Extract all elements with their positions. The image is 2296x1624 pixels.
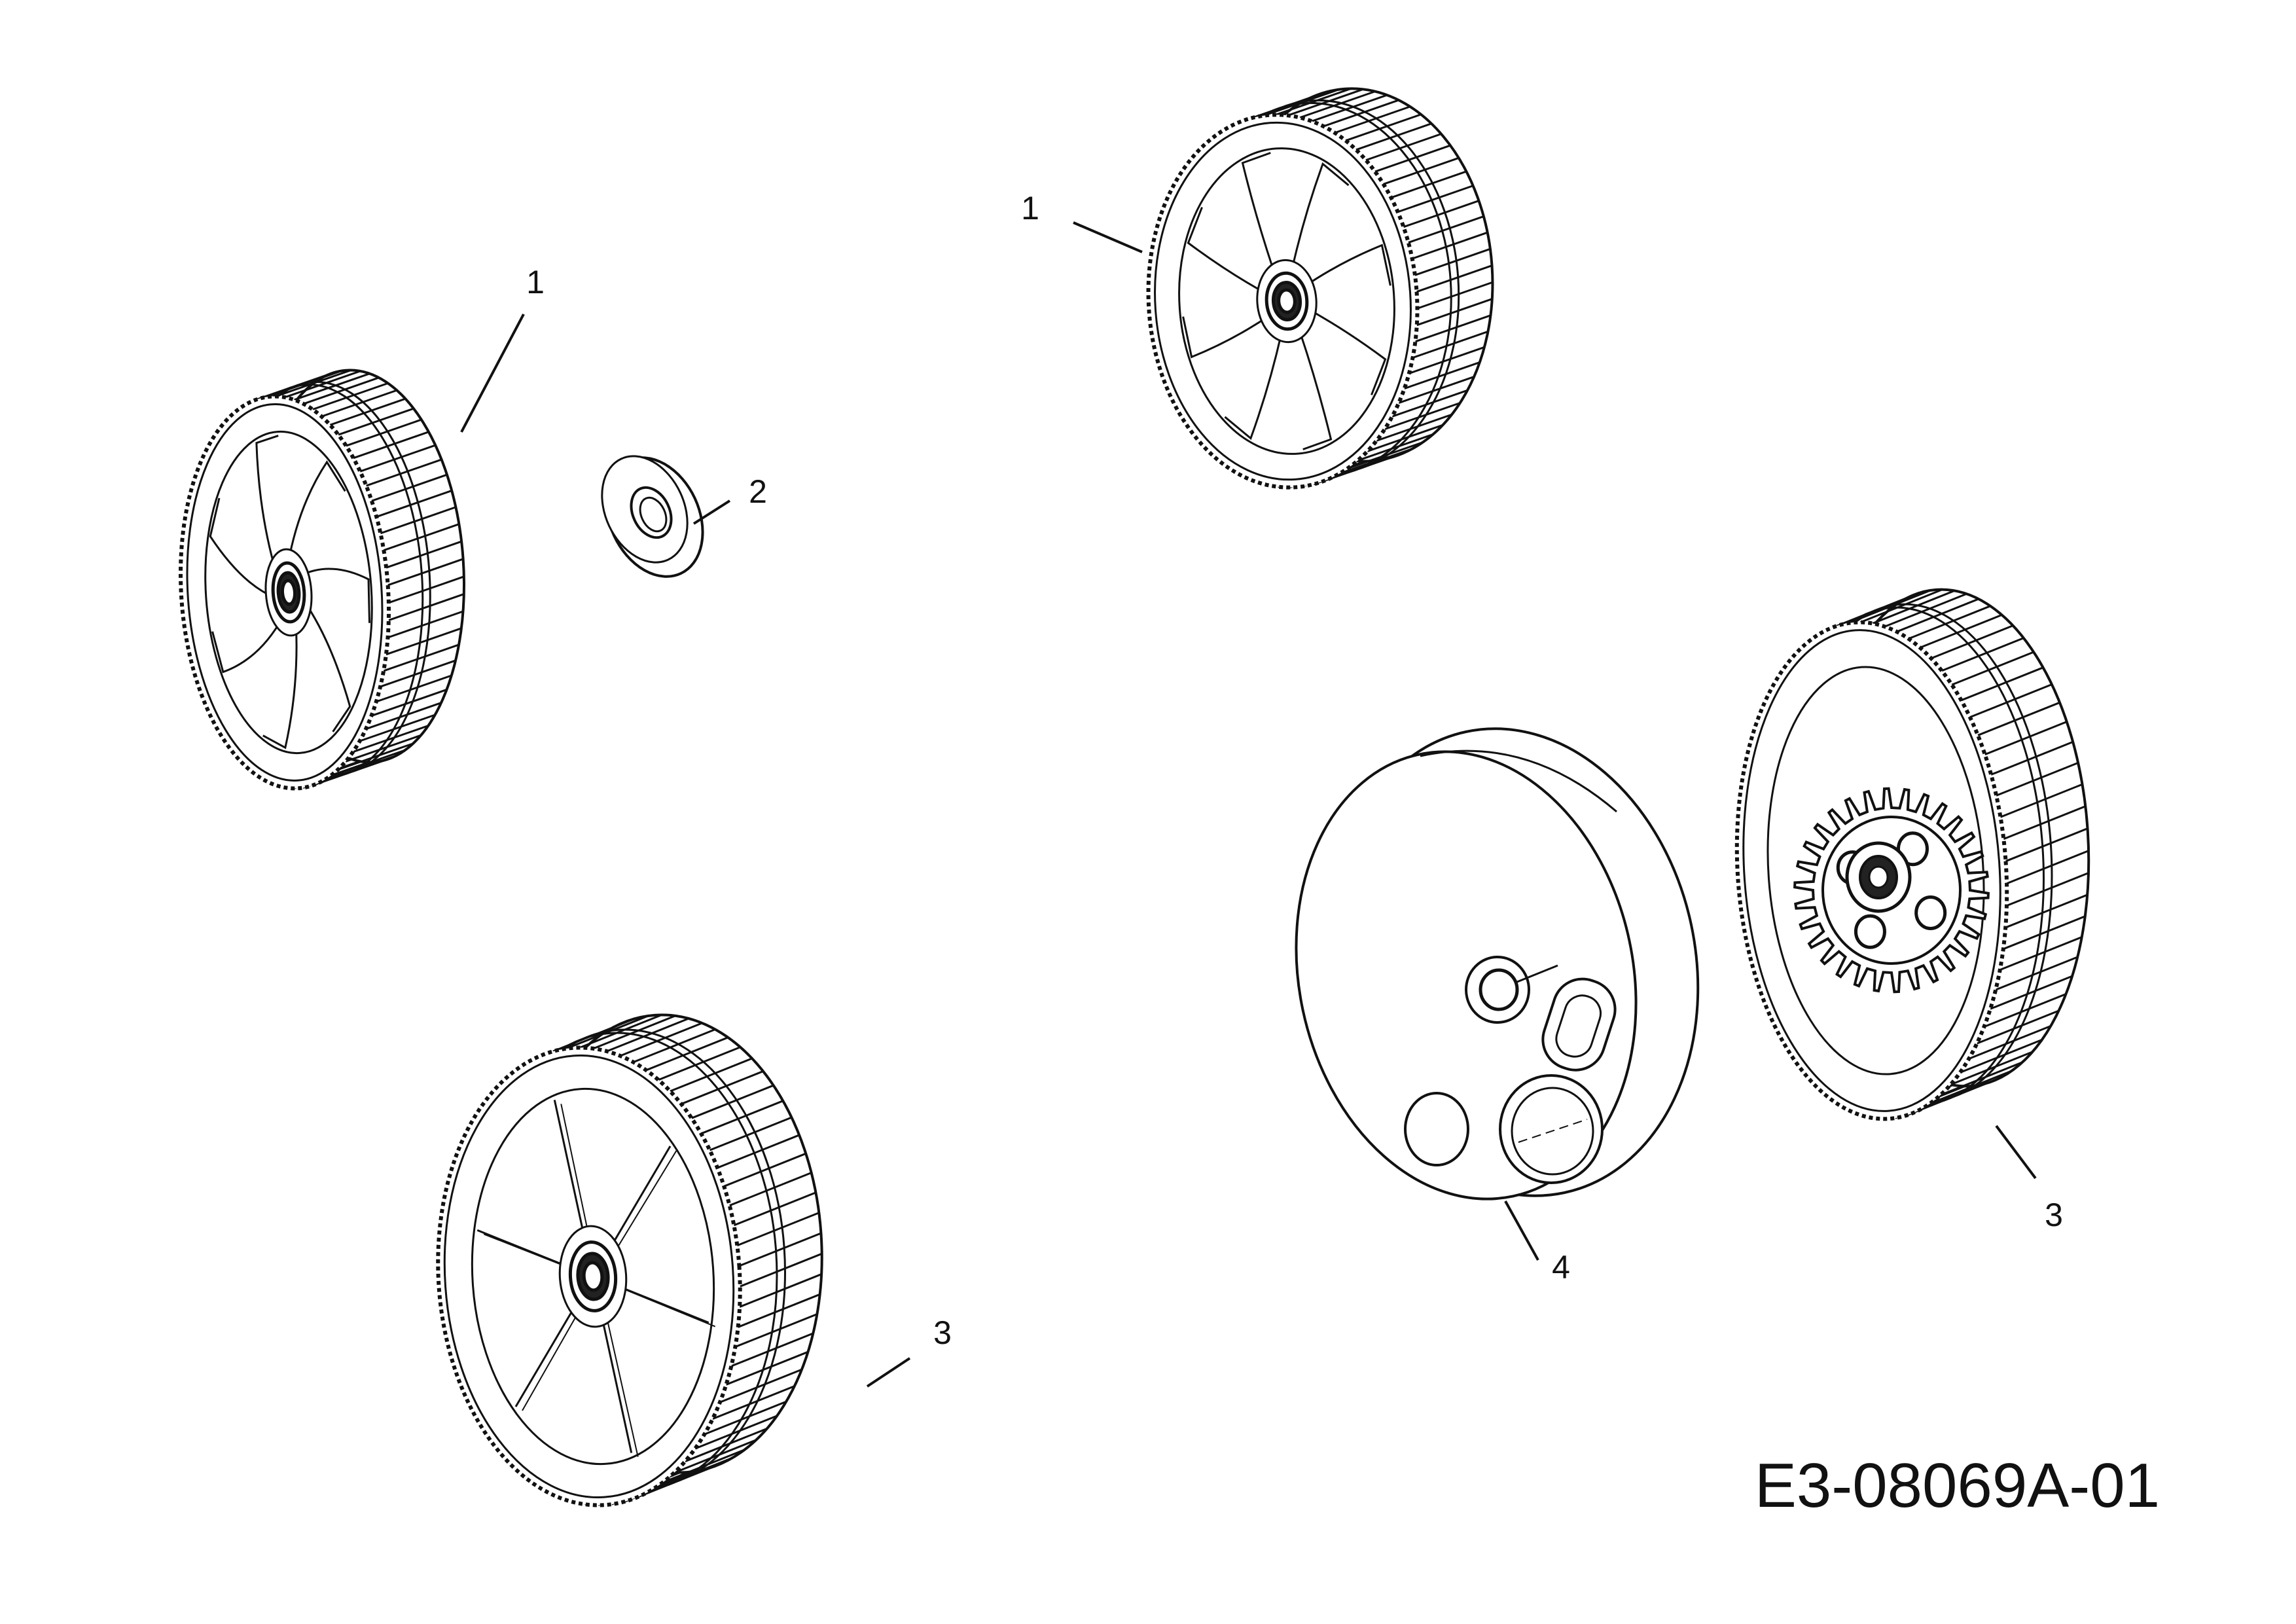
leader-lines bbox=[460, 221, 2037, 1388]
wheel-top-center-face bbox=[1146, 113, 1420, 490]
callout-wheel-right: 3 bbox=[2045, 1197, 2063, 1233]
callouts: 1 2 1 3 4 3 bbox=[526, 190, 2063, 1351]
wheel-lower-left-face bbox=[436, 1045, 742, 1507]
drawing-id: E3-08069A-01 bbox=[1755, 1451, 2160, 1521]
wheel-cover-disc bbox=[1295, 727, 1700, 1200]
callout-wheel-cover: 4 bbox=[1552, 1249, 1570, 1286]
hub-cap bbox=[601, 455, 704, 578]
wheel-upper-left bbox=[179, 369, 465, 791]
callout-hub-cap: 2 bbox=[749, 473, 767, 510]
callout-wheel-upper-left: 1 bbox=[526, 264, 545, 300]
callout-wheel-top-center: 1 bbox=[1021, 190, 1039, 226]
wheel-right-with-gear bbox=[1734, 588, 2090, 1121]
wheel-upper-left-face bbox=[179, 394, 391, 791]
callout-wheel-lower-left: 3 bbox=[933, 1314, 952, 1351]
wheel-lower-left bbox=[436, 1013, 823, 1507]
wheel-top-center bbox=[1146, 87, 1494, 490]
wheel-right-face bbox=[1734, 620, 2009, 1121]
